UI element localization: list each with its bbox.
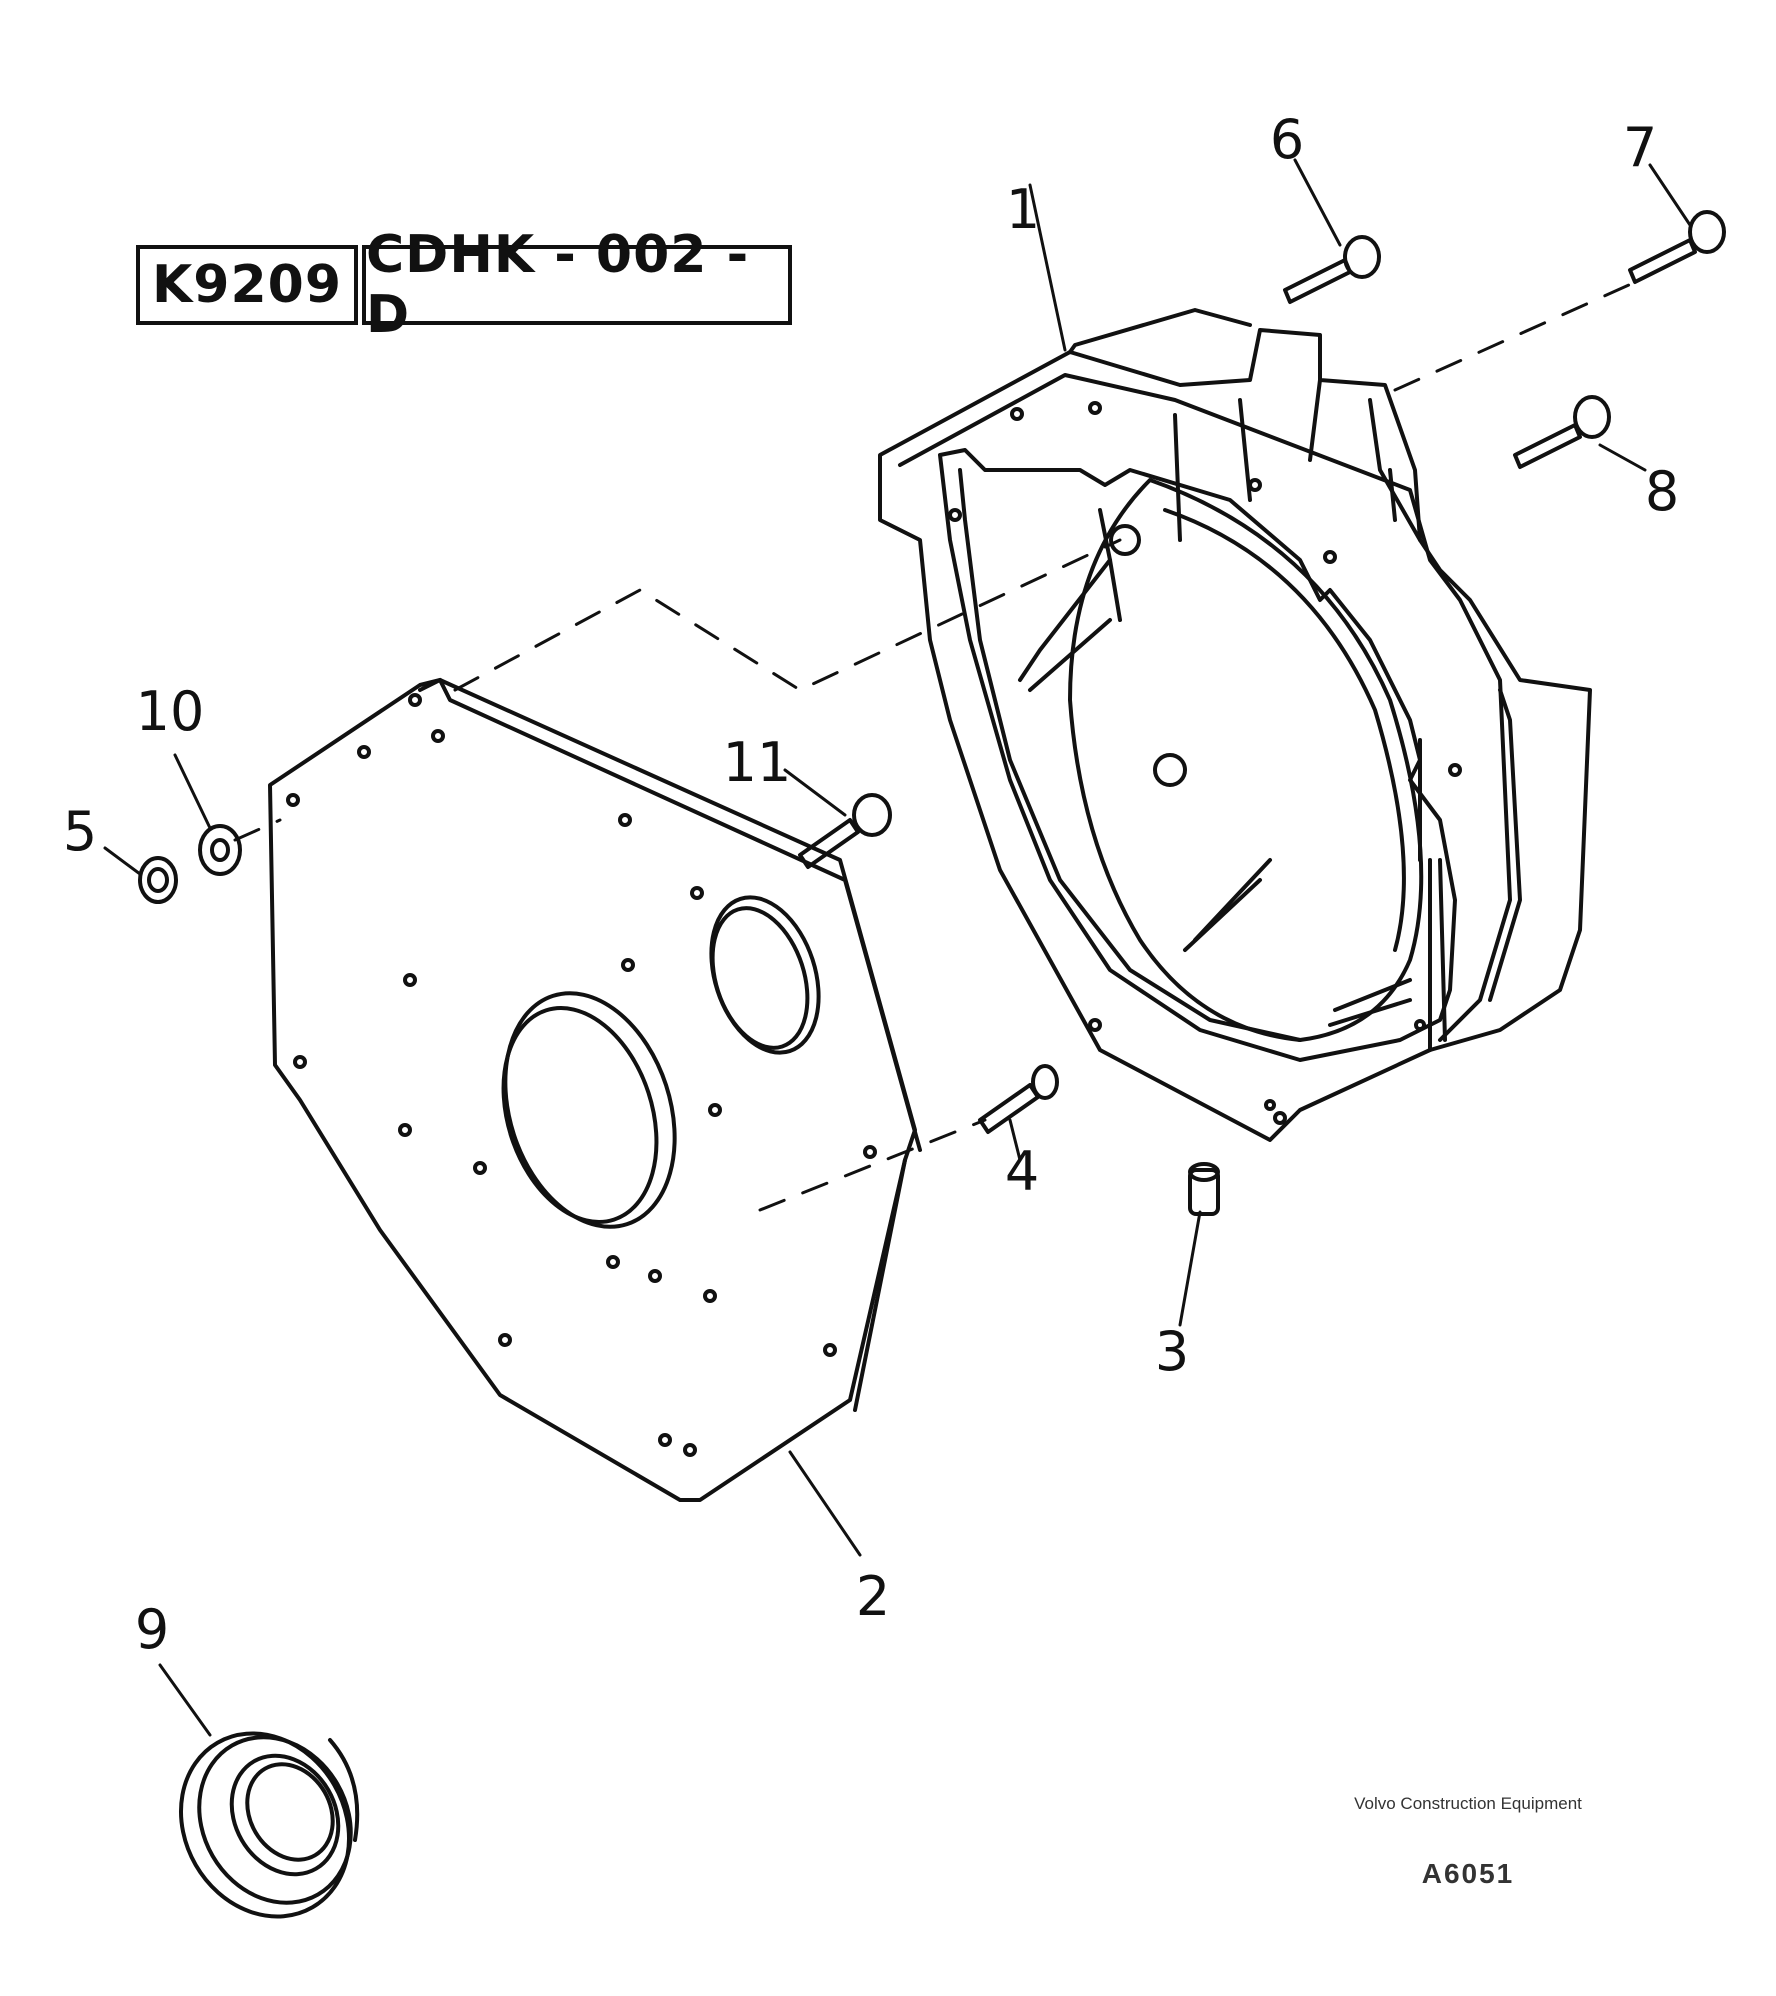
callout-11: 11 — [722, 731, 792, 794]
callout-9: 9 — [134, 1598, 170, 1661]
callout-7: 7 — [1622, 116, 1658, 179]
screw-part-8 — [1513, 395, 1611, 469]
callout-10: 10 — [135, 680, 205, 743]
adapter-plate — [268, 678, 922, 1502]
nut-part-5 — [138, 856, 178, 904]
callout-2: 2 — [855, 1565, 891, 1628]
screw-part-11 — [798, 793, 892, 869]
callout-4: 4 — [1004, 1140, 1040, 1203]
screw-part-6 — [1283, 235, 1381, 304]
callout-5: 5 — [62, 800, 98, 863]
publisher-credit: Volvo Construction Equipment — [1354, 1794, 1582, 1813]
leader-lines — [103, 158, 1692, 1737]
callout-8: 8 — [1644, 460, 1680, 523]
plug-part-3 — [1188, 1162, 1220, 1216]
alignment-lines — [233, 278, 1642, 1212]
seal-ring-part-9 — [178, 1731, 360, 1919]
flywheel-housing — [878, 308, 1592, 1142]
screw-part-4 — [978, 1064, 1059, 1134]
callout-6: 6 — [1269, 108, 1305, 171]
catalog-code-box: K9209 — [136, 245, 358, 325]
callout-1: 1 — [1005, 178, 1041, 241]
drawing-number: A6051 — [1421, 1858, 1515, 1889]
screw-part-7 — [1628, 210, 1726, 284]
callout-3: 3 — [1154, 1320, 1190, 1383]
washer-part-10 — [198, 824, 242, 876]
